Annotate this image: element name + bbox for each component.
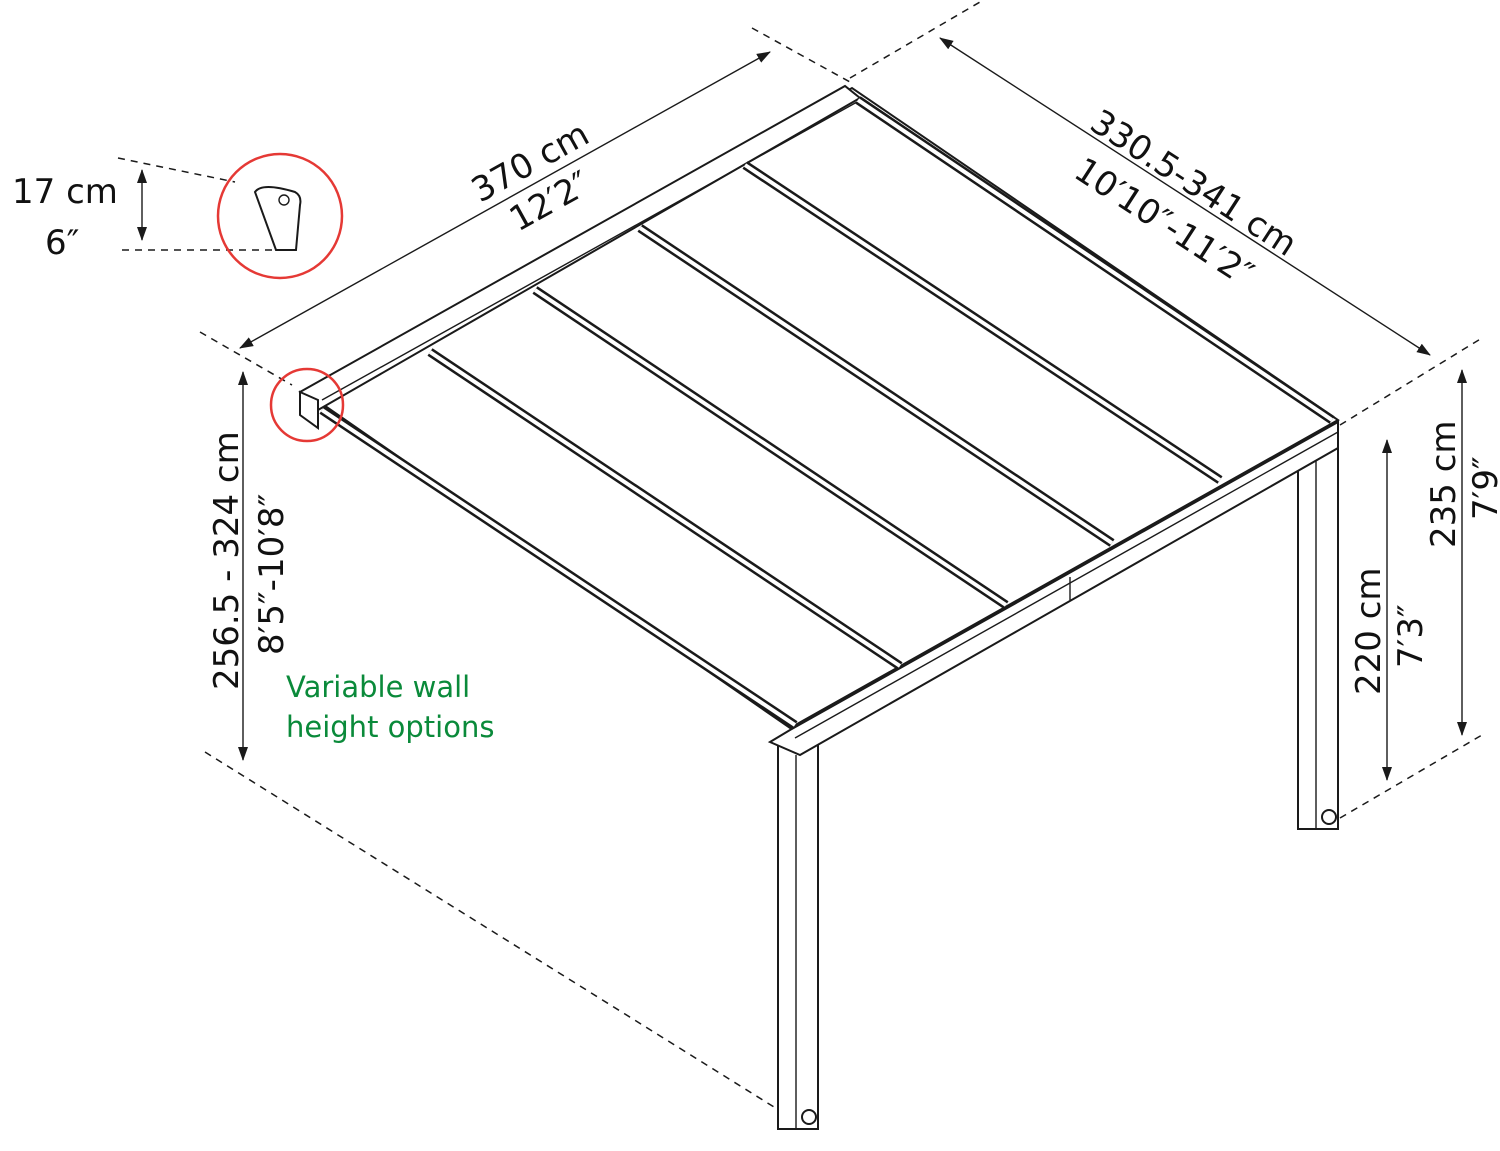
note-line-1: Variable wall <box>286 670 470 704</box>
clearance-low-imperial: 7′3″ <box>1391 604 1431 668</box>
extension-lines <box>117 1 1483 1113</box>
roof <box>298 84 1340 757</box>
detail-circle-small <box>269 367 345 443</box>
clearance-high-metric: 235 cm <box>1424 420 1464 548</box>
detail-circle-large <box>216 152 344 280</box>
clearance-low-metric: 220 cm <box>1349 567 1389 695</box>
profile-height-imperial: 6″ <box>45 223 79 263</box>
post-right <box>1297 444 1339 830</box>
clearance-high-imperial: 7′9″ <box>1466 456 1500 520</box>
dimension-arrows <box>137 37 1467 781</box>
wall-height-metric: 256.5 - 324 cm <box>207 431 247 690</box>
wall-height-imperial: 8′5″-10′8″ <box>252 494 292 655</box>
note-line-2: height options <box>286 710 494 744</box>
post-front-left <box>777 744 819 1130</box>
profile-detail <box>216 152 345 443</box>
panel-bars <box>427 161 1223 670</box>
profile-height-metric: 17 cm <box>12 172 118 212</box>
